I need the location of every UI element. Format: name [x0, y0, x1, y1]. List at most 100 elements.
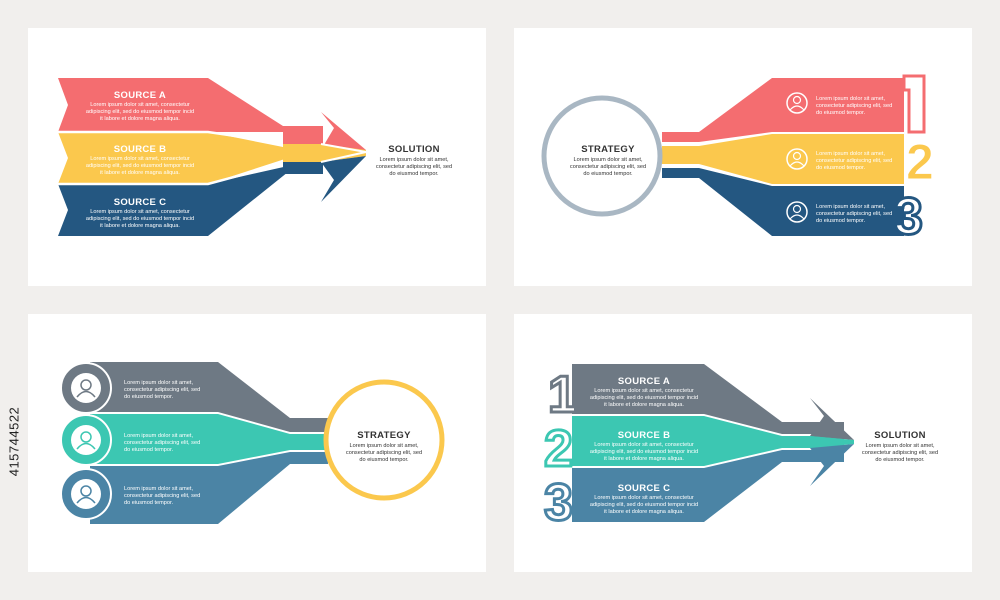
panel-numbered-sources-solution: 1 2 3 SOURCE A Lorem ipsum dolor sit ame…: [514, 314, 972, 572]
separator-ab: [58, 130, 291, 146]
row-2-text: Lorem ipsum dolor sit amet, consectetur …: [816, 151, 892, 171]
p4-source-b-line1: Lorem ipsum dolor sit amet, consectetur: [594, 442, 694, 448]
source-b-line2: adipiscing elit, sed do eiusmod tempor i…: [86, 163, 194, 169]
avatar-row-3-line3: do eiusmod tempor.: [124, 500, 174, 506]
funnel-navy: [662, 168, 904, 236]
source-c-line1: Lorem ipsum dolor sit amet, consectetur: [90, 209, 190, 215]
p4-solution-line3: do eiusmod tempor.: [875, 457, 925, 463]
panel-avatar-rows-strategy: Lorem ipsum dolor sit amet, consectetur …: [28, 314, 486, 572]
strategy-2-line2: consectetur adipiscing elit, sed: [346, 450, 422, 456]
row-1-line3: do eiusmod tempor.: [816, 110, 866, 116]
row-1-text: Lorem ipsum dolor sit amet, consectetur …: [816, 96, 892, 116]
source-a-title: SOURCE A: [114, 90, 166, 101]
avatar-row-3-line1: Lorem ipsum dolor sit amet,: [124, 486, 193, 492]
row-3-line1: Lorem ipsum dolor sit amet,: [816, 204, 885, 210]
p4-solution-text: SOLUTION Lorem ipsum dolor sit amet, con…: [862, 430, 938, 463]
p4-source-c-text: SOURCE C Lorem ipsum dolor sit amet, con…: [590, 483, 698, 515]
source-c-title: SOURCE C: [114, 197, 167, 208]
p4-source-a-line2: adipiscing elit, sed do eiusmod tempor i…: [590, 395, 698, 401]
source-a-text: SOURCE A Lorem ipsum dolor sit amet, con…: [86, 90, 194, 122]
p4-source-b-line2: adipiscing elit, sed do eiusmod tempor i…: [590, 449, 698, 455]
band-source-c: [58, 166, 288, 236]
strategy-text-yellow: STRATEGY Lorem ipsum dolor sit amet, con…: [346, 430, 422, 463]
stock-image-id-text: 415744522: [6, 406, 22, 476]
p4-solution-line1: Lorem ipsum dolor sit amet,: [865, 443, 934, 449]
avatar-row-2-line3: do eiusmod tempor.: [124, 447, 174, 453]
avatar-2: [60, 414, 112, 466]
row-3-line3: do eiusmod tempor.: [816, 218, 866, 224]
source-a-line1: Lorem ipsum dolor sit amet, consectetur: [90, 102, 190, 108]
p4-source-a-title: SOURCE A: [618, 376, 670, 387]
band-source-a: [58, 78, 288, 132]
number-3-steel: 3: [544, 474, 573, 532]
avatar-row-1-text: Lorem ipsum dolor sit amet, consectetur …: [124, 380, 200, 400]
arrow-head-red: [321, 112, 366, 150]
strategy-line2: consectetur adipiscing elit, sed: [570, 164, 646, 170]
solution-text: SOLUTION Lorem ipsum dolor sit amet, con…: [376, 144, 452, 177]
avatar-3: [60, 468, 112, 520]
arrow-head-outline: [320, 143, 367, 163]
band-source-b: [58, 132, 288, 184]
row-2-line3: do eiusmod tempor.: [816, 165, 866, 171]
source-b-line3: it labore et dolore magna aliqua.: [100, 170, 180, 176]
strategy-title-2: STRATEGY: [357, 430, 411, 441]
avatar-row-2-text: Lorem ipsum dolor sit amet, consectetur …: [124, 433, 200, 453]
number-2: 2: [906, 134, 934, 190]
row-3-line2: consectetur adipiscing elit, sed: [816, 211, 892, 217]
source-b-line1: Lorem ipsum dolor sit amet, consectetur: [90, 156, 190, 162]
arrow-shaft-yellow: [283, 144, 323, 162]
p4-source-a-text: SOURCE A Lorem ipsum dolor sit amet, con…: [590, 376, 698, 408]
strategy-2-line3: do eiusmod tempor.: [359, 457, 409, 463]
head-grey: [810, 398, 854, 440]
number-outlines: [902, 74, 926, 134]
band-source-c-steel: [572, 450, 814, 522]
source-c-text: SOURCE C Lorem ipsum dolor sit amet, con…: [86, 197, 194, 229]
row-1-line1: Lorem ipsum dolor sit amet,: [816, 96, 885, 102]
band-grey: [90, 362, 328, 432]
p4-source-b-title: SOURCE B: [618, 430, 671, 441]
source-b-text: SOURCE B Lorem ipsum dolor sit amet, con…: [86, 144, 194, 176]
solution-line2: consectetur adipiscing elit, sed: [376, 164, 452, 170]
row-2-icon: [786, 148, 808, 170]
solution-line3: do eiusmod tempor.: [389, 171, 439, 177]
source-c-line2: adipiscing elit, sed do eiusmod tempor i…: [86, 216, 194, 222]
avatar-row-3-line2: consectetur adipiscing elit, sed: [124, 493, 200, 499]
arrow-head-navy: [321, 156, 366, 202]
row-3-text: Lorem ipsum dolor sit amet, consectetur …: [816, 204, 892, 224]
strategy-2-line1: Lorem ipsum dolor sit amet,: [349, 443, 418, 449]
strategy-title: STRATEGY: [581, 144, 635, 155]
row-1-line2: consectetur adipiscing elit, sed: [816, 103, 892, 109]
source-c-line3: it labore et dolore magna aliqua.: [100, 223, 180, 229]
strategy-line1: Lorem ipsum dolor sit amet,: [573, 157, 642, 163]
row-3-icon: [786, 201, 808, 223]
diagram-strategy-rows: 2 3 Lorem ipsum dolor sit amet, consecte…: [541, 74, 934, 248]
source-b-title: SOURCE B: [114, 144, 167, 155]
row-2-line1: Lorem ipsum dolor sit amet,: [816, 151, 885, 157]
strategy-line3: do eiusmod tempor.: [583, 171, 633, 177]
p4-source-c-line2: adipiscing elit, sed do eiusmod tempor i…: [590, 502, 698, 508]
band-source-a-grey: [572, 364, 814, 434]
p4-source-b-text: SOURCE B Lorem ipsum dolor sit amet, con…: [590, 430, 698, 462]
solution-title: SOLUTION: [388, 144, 439, 155]
avatar-row-2-line2: consectetur adipiscing elit, sed: [124, 440, 200, 446]
avatar-row-1-line1: Lorem ipsum dolor sit amet,: [124, 380, 193, 386]
diagram-avatar-strategy: Lorem ipsum dolor sit amet, consectetur …: [60, 362, 445, 524]
p4-source-b-line3: it labore et dolore magna aliqua.: [604, 456, 684, 462]
p4-source-c-line1: Lorem ipsum dolor sit amet, consectetur: [594, 495, 694, 501]
panel-sources-to-solution-top: SOURCE A Lorem ipsum dolor sit amet, con…: [28, 28, 486, 286]
row-2-line2: consectetur adipiscing elit, sed: [816, 158, 892, 164]
diagram-sources-solution: SOURCE A Lorem ipsum dolor sit amet, con…: [58, 78, 452, 236]
avatar-1: [60, 362, 112, 414]
arrow-shaft-navy: [283, 162, 323, 174]
p4-source-a-line3: it labore et dolore magna aliqua.: [604, 402, 684, 408]
band-steel: [90, 452, 328, 524]
row-1-icon: [786, 92, 808, 114]
source-a-line3: it labore et dolore magna aliqua.: [100, 116, 180, 122]
diagram-numbered-sources: 1 2 3 SOURCE A Lorem ipsum dolor sit ame…: [543, 364, 938, 534]
separator-bc: [58, 160, 291, 186]
number-2-teal: 2: [544, 420, 573, 478]
avatar-row-3-text: Lorem ipsum dolor sit amet, consectetur …: [124, 486, 200, 506]
p4-source-c-title: SOURCE C: [618, 483, 671, 494]
avatar-row-1-line2: consectetur adipiscing elit, sed: [124, 387, 200, 393]
p4-source-a-line1: Lorem ipsum dolor sit amet, consectetur: [594, 388, 694, 394]
